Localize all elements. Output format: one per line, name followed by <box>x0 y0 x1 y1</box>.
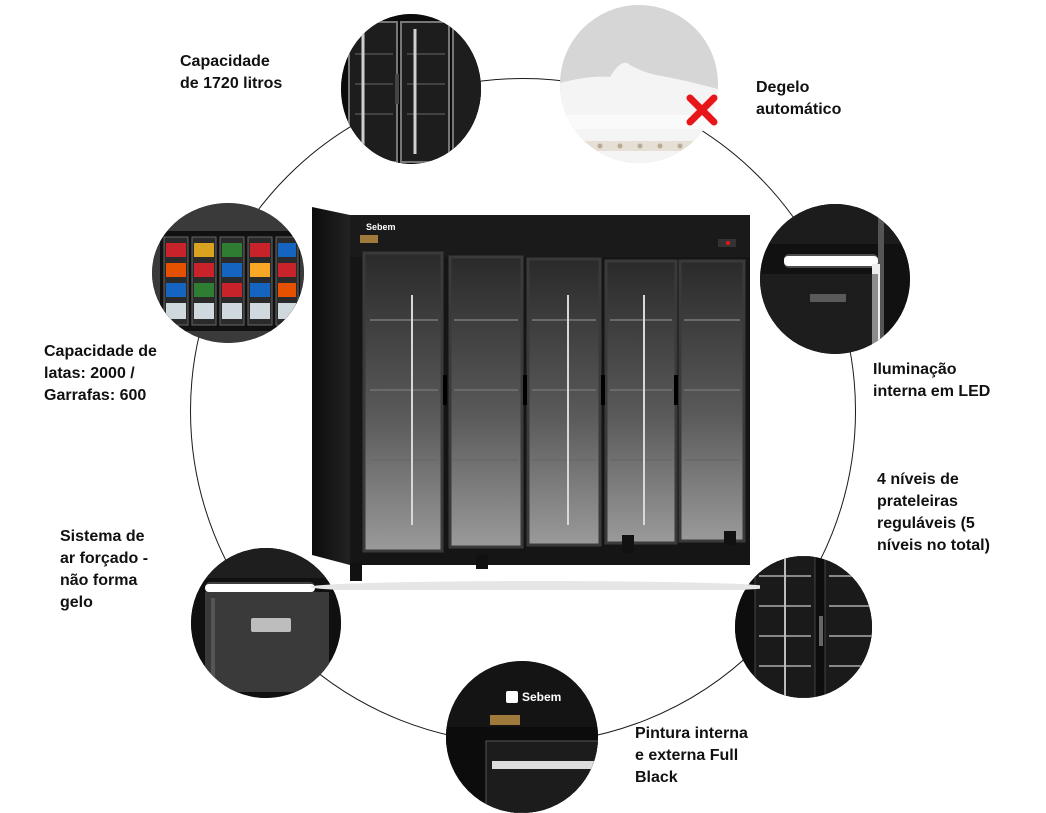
thumb-forced-air-image <box>191 548 341 698</box>
refrigerator-image <box>300 195 760 590</box>
thumb-full-black-image <box>446 661 598 813</box>
thumb-led-image <box>760 204 910 354</box>
brand-logo-small: Sebem <box>522 690 562 704</box>
cross-icon <box>684 92 720 128</box>
brand-logo: Sebem <box>366 222 396 232</box>
thumb-shelves-image <box>735 556 872 698</box>
thumb-capacity-image <box>341 14 481 164</box>
thumb-cans-image <box>152 203 304 343</box>
thumb-defrost-image <box>560 5 718 163</box>
